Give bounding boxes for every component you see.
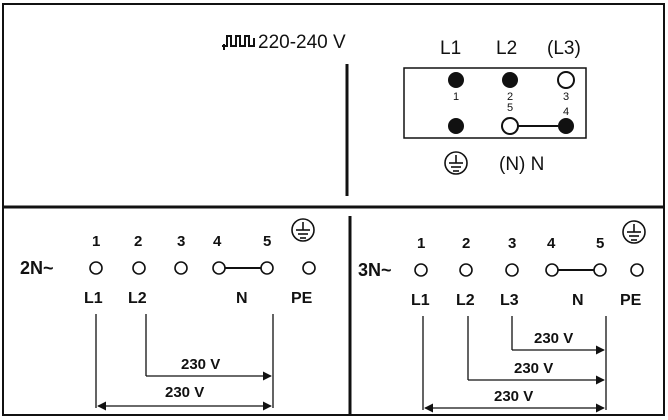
terminal-number-3: 3 xyxy=(563,91,569,103)
panel-3n-label-l1: L1 xyxy=(411,292,430,309)
terminal-dot-3 xyxy=(557,71,575,89)
phase-label-l1: L1 xyxy=(440,38,461,59)
panel-2n-number-5: 5 xyxy=(263,233,271,250)
panel-3n: 3N~ 1 2 3 4 5 L1 L2 L3 N PE 230 V 2 xyxy=(358,220,646,413)
panel-2n-voltage-l2-n: 230 V xyxy=(181,356,220,373)
panel-2n-label-l2: L2 xyxy=(128,290,147,307)
terminal-block: L1 L2 (L3) 1 2 3 5 4 (N) N xyxy=(403,38,587,175)
ac-waveform-icon xyxy=(222,35,255,50)
terminal-number-5: 5 xyxy=(507,102,513,114)
panel-2n-terminal-1 xyxy=(89,261,103,275)
ground-symbol-icon xyxy=(444,151,468,175)
panel-2n-label-l1: L1 xyxy=(84,290,103,307)
panel-3n-number-2: 2 xyxy=(462,235,470,252)
panel-2n-terminal-3 xyxy=(174,261,188,275)
panel-3n-title: 3N~ xyxy=(358,260,392,280)
panel-3n-voltage-l1-n: 230 V xyxy=(494,388,533,405)
terminal-dot-ground xyxy=(448,118,464,134)
terminal-number-4: 4 xyxy=(563,106,569,118)
neutral-label: (N) N xyxy=(499,154,544,175)
panel-3n-number-3: 3 xyxy=(508,235,516,252)
panel-3n-terminal-5 xyxy=(593,263,607,277)
panel-2n-terminal-pe xyxy=(302,261,316,275)
ground-symbol-icon xyxy=(622,220,646,244)
panel-3n-voltage-l3-n: 230 V xyxy=(534,330,573,347)
panel-3n-terminal-pe xyxy=(630,263,644,277)
ground-symbol-icon xyxy=(291,218,315,242)
panel-3n-terminal-3 xyxy=(505,263,519,277)
panel-3n-number-4: 4 xyxy=(547,235,556,252)
panel-2n-label-pe: PE xyxy=(291,290,313,307)
terminal-number-1: 1 xyxy=(453,91,459,103)
panel-2n-label-n: N xyxy=(236,290,248,307)
panel-2n-voltage-l1-n: 230 V xyxy=(165,384,204,401)
panel-3n-label-l3: L3 xyxy=(500,292,519,309)
panel-2n-number-4: 4 xyxy=(213,233,222,250)
panel-2n: 2N~ 1 2 3 4 5 L1 L2 N PE 230 V 230 V xyxy=(20,218,316,411)
phase-label-l3: (L3) xyxy=(547,38,581,59)
panel-2n-terminal-4 xyxy=(212,261,226,275)
terminal-dot-4 xyxy=(558,118,574,134)
terminal-dot-5 xyxy=(501,117,519,135)
panel-3n-voltage-l2-n: 230 V xyxy=(514,360,553,377)
phase-label-l2: L2 xyxy=(496,38,517,59)
panel-2n-number-2: 2 xyxy=(134,233,142,250)
panel-3n-number-5: 5 xyxy=(596,235,604,252)
terminal-dot-2 xyxy=(502,72,518,88)
panel-3n-terminal-2 xyxy=(459,263,473,277)
panel-2n-terminal-5 xyxy=(260,261,274,275)
panel-2n-number-3: 3 xyxy=(177,233,185,250)
panel-3n-label-n: N xyxy=(572,292,584,309)
panel-3n-terminal-4 xyxy=(545,263,559,277)
panel-3n-label-l2: L2 xyxy=(456,292,475,309)
terminal-box xyxy=(403,67,587,139)
panel-2n-number-1: 1 xyxy=(92,233,100,250)
panel-3n-terminal-1 xyxy=(414,263,428,277)
supply-voltage: 220-240 V xyxy=(258,32,346,53)
panel-2n-title: 2N~ xyxy=(20,258,54,278)
terminal-number-2: 2 xyxy=(507,91,513,103)
panel-3n-label-pe: PE xyxy=(620,292,642,309)
outer-frame xyxy=(2,3,665,416)
panel-2n-terminal-2 xyxy=(132,261,146,275)
terminal-dot-1 xyxy=(448,72,464,88)
panel-3n-number-1: 1 xyxy=(417,235,425,252)
